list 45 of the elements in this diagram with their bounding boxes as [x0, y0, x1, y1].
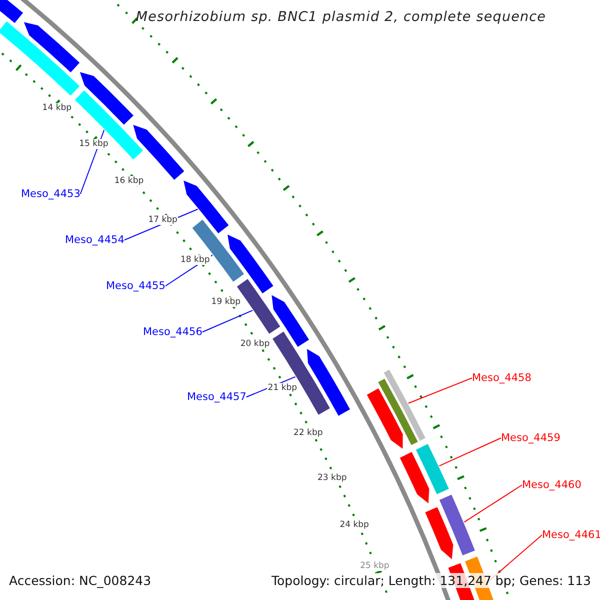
gene-label: Meso_4454	[65, 234, 124, 246]
gene-feature	[382, 368, 426, 442]
info-text: Topology: circular; Length: 131,247 bp; Genes: 113	[272, 573, 591, 588]
accession-text: Accession: NC_008243	[9, 573, 152, 588]
tick-label: 21 kbp	[266, 382, 298, 393]
tick-label: 24 kbp	[338, 520, 370, 530]
gene-label: Meso_4461	[542, 529, 600, 541]
tick-label: 22 kbp	[292, 428, 324, 438]
leader-line	[408, 378, 472, 404]
leader-line	[463, 484, 522, 523]
gene-feature	[377, 378, 419, 446]
gene-feature	[22, 21, 81, 74]
tick-label: 20 kbp	[239, 339, 271, 350]
gene-feature	[270, 294, 310, 348]
tick-label: 16 kbp	[113, 176, 145, 186]
gene-feature	[78, 71, 134, 126]
tick-label: 23 kbp	[316, 473, 348, 484]
gene-label: Meso_4459	[501, 432, 560, 444]
leader-line	[202, 310, 254, 332]
gene-feature	[398, 451, 430, 505]
gene-feature	[415, 443, 450, 496]
gene-feature	[366, 387, 404, 450]
gene-feature	[424, 506, 454, 560]
tick-label: 17 kbp	[147, 215, 178, 226]
gene-feature	[438, 494, 476, 556]
tick-label: 15 kbp	[78, 138, 110, 149]
leader-line	[438, 438, 502, 467]
gene-feature	[0, 0, 24, 24]
gene-feature	[182, 180, 230, 234]
gene-feature	[306, 348, 351, 417]
gene-feature	[74, 89, 144, 160]
title: Mesorhizobium sp. BNC1 plasmid 2, complete sequence	[134, 9, 548, 25]
gene-label: Meso_4460	[522, 479, 582, 491]
gene-label: Meso_4453	[21, 188, 80, 200]
tick-label: 14 kbp	[41, 102, 73, 113]
gene-label: Meso_4455	[106, 280, 166, 292]
gene-feature	[226, 234, 274, 294]
gene-label: Meso_4458	[472, 372, 532, 384]
gene-label: Meso_4457	[187, 391, 246, 403]
gene-label: Meso_4456	[143, 326, 202, 338]
tick-label: 19 kbp	[210, 296, 242, 307]
tick-label: 25 kbp	[359, 560, 390, 571]
tick-label: 18 kbp	[180, 255, 211, 266]
gene-feature	[191, 218, 245, 283]
gene-feature	[0, 20, 81, 97]
